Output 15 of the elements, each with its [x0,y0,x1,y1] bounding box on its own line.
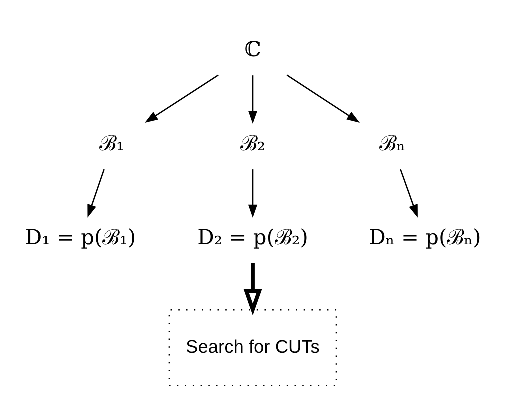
node-text: D₁ = p(ℬ₁) [25,226,136,250]
node-text: ℬ₁ [99,132,125,156]
node-text: ℬₙ [380,132,406,156]
node-text: Dₙ = p(ℬₙ) [369,226,482,250]
node-text: D₂ = p(ℬ₂) [198,226,308,250]
arrow [248,76,258,124]
arrow [286,74,360,124]
arrow [88,169,105,218]
node-text: ℬ₂ [240,132,266,156]
arrow [244,263,262,316]
arrow [145,74,219,123]
node-text: ℂ [244,38,262,62]
node-box: Search for CUTs [168,309,338,386]
arrow [400,169,418,218]
arrow [248,170,258,218]
